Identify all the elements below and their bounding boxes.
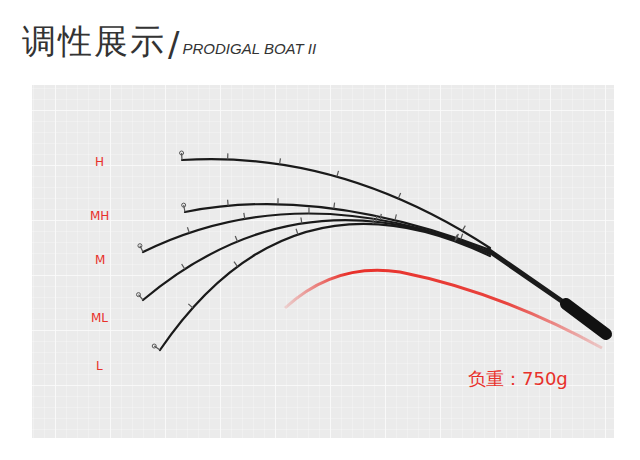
rod-guide (333, 203, 335, 209)
rod-guide (375, 216, 377, 222)
rod-guide (455, 236, 457, 242)
rod-guide (395, 214, 396, 220)
power-label: H (95, 156, 104, 168)
rod-guide (462, 226, 465, 231)
rod-guide (243, 213, 245, 219)
rod-guide (398, 193, 400, 199)
grid-panel (32, 85, 614, 438)
rod-guide (227, 153, 228, 159)
rod-guide (234, 262, 238, 267)
tip-guide (137, 293, 141, 297)
page-title: 调性展示 (22, 24, 166, 58)
power-label: L (96, 360, 103, 372)
rod-guide (461, 234, 463, 240)
model-name: PRODIGAL BOAT II (182, 41, 316, 56)
load-curve (285, 270, 602, 348)
rod-guide (308, 208, 309, 214)
load-note: 负重：750g (468, 370, 568, 388)
rod-guide (372, 218, 373, 224)
rod-guide (380, 214, 381, 220)
tip-guide (138, 244, 142, 248)
rod-guide (300, 217, 302, 223)
rod-guide (227, 200, 229, 206)
rod-guide (187, 227, 189, 233)
power-label: MH (90, 210, 109, 222)
tip-guide (180, 151, 184, 155)
rod-guide (277, 198, 278, 204)
tip-guide (152, 344, 156, 348)
title-slash: / (168, 27, 179, 61)
power-label: ML (91, 312, 108, 324)
rod-guide (235, 236, 237, 242)
power-label: M (95, 254, 105, 266)
rod-blanks (143, 159, 566, 350)
grid-lines (32, 85, 614, 438)
tip-guide (182, 203, 186, 207)
rod-guide (279, 158, 281, 164)
rod-guide (188, 304, 192, 308)
rod-guide (182, 264, 185, 269)
rod-guides (137, 151, 466, 350)
rod-guide (181, 153, 183, 160)
rod-grip (566, 304, 606, 334)
rod-guide (296, 229, 298, 235)
rod-guide (337, 171, 339, 177)
